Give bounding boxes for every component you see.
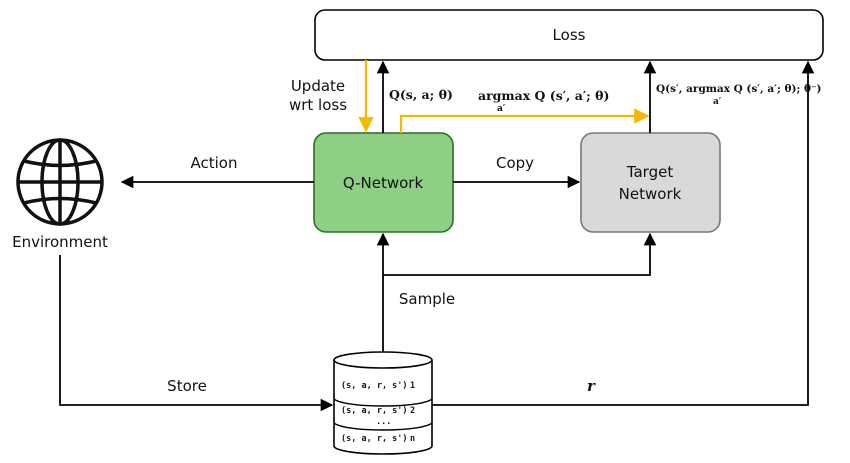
database-icon: (s, a, r, s') 1 (s, a, r, s') 2 ... (s, … — [333, 351, 433, 455]
argmax-arrow — [399, 108, 650, 133]
loss-node: Loss — [314, 9, 824, 61]
store-arrow — [59, 255, 334, 412]
replay-row-n-tuple: (s, a, r, s') — [341, 434, 408, 444]
target-q-label: Q(s′, argmax Q (s′, a′; θ); θ⁻) — [656, 83, 822, 95]
replay-row-2-tuple: (s, a, r, s') — [341, 406, 408, 416]
argmax-subscript: a′ — [497, 104, 506, 114]
loss-label: Loss — [553, 26, 586, 44]
copy-label: Copy — [496, 154, 534, 172]
replay-ellipsis: ... — [376, 417, 391, 427]
q-network-node: Q-Network — [313, 132, 454, 233]
replay-row-1-index: 1 — [410, 381, 415, 391]
store-label: Store — [167, 377, 207, 395]
replay-row-1-tuple: (s, a, r, s') — [341, 381, 408, 391]
environment-label: Environment — [12, 233, 108, 251]
target-network-label-line1: Target — [626, 163, 674, 181]
replay-row-2-index: 2 — [410, 406, 415, 416]
sample-label: Sample — [399, 290, 455, 308]
argmax-label: argmax Q (s′, a′; θ) — [478, 88, 609, 103]
reward-label: r — [587, 377, 596, 395]
q-network-label: Q-Network — [343, 174, 424, 192]
reward-arrow — [432, 60, 815, 406]
q-value-label: Q(s, a; θ) — [389, 87, 453, 102]
target-network-label-line2: Network — [619, 185, 682, 203]
replay-row-n-index: n — [410, 434, 415, 444]
action-label: Action — [191, 154, 238, 172]
update-label-line1: Update — [291, 77, 345, 95]
target-q-subscript: a′ — [713, 97, 722, 107]
target-network-node: Target Network — [580, 132, 721, 233]
sample-to-target-arrow — [383, 232, 657, 276]
globe-icon — [16, 138, 104, 226]
update-label-line2: wrt loss — [289, 96, 347, 114]
